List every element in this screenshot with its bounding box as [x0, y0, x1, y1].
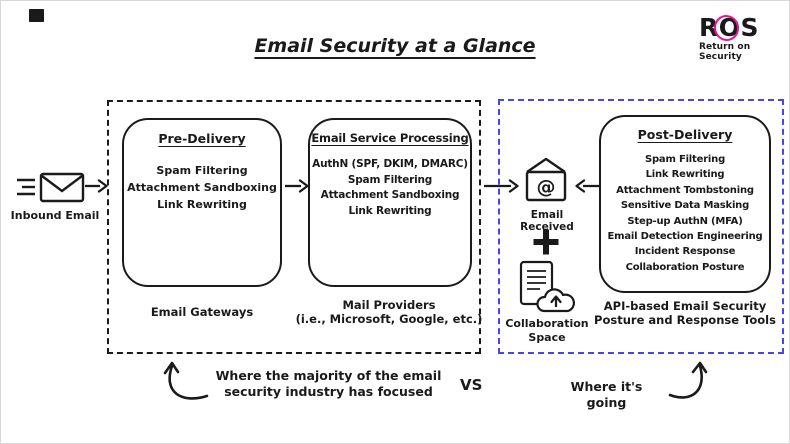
curved-arrow-up-icon	[668, 361, 708, 399]
arrow-left-icon	[575, 179, 600, 193]
document-cloud-upload-icon	[519, 260, 575, 313]
footer-left-note-line1: Where the majority of the email	[215, 368, 442, 383]
pre-delivery-title: Pre-Delivery	[158, 131, 246, 146]
email-service-processing-title: Email Service Processing	[311, 131, 469, 145]
footer-left-note: Where the majority of the email security…	[211, 368, 446, 400]
ros-logo-text: ROS	[699, 11, 789, 45]
mail-providers-caption: Mail Providers (i.e., Microsoft, Google,…	[293, 298, 485, 326]
esp-item: AuthN (SPF, DKIM, DMARC)	[312, 158, 468, 170]
pre-delivery-item: Attachment Sandboxing	[127, 181, 277, 194]
arrow-right-icon	[484, 179, 519, 193]
post-delivery-item: Sensitive Data Masking	[620, 200, 750, 212]
collaboration-space-label-line1: Collaboration	[505, 317, 589, 330]
email-gateways-caption: Email Gateways	[150, 305, 254, 319]
vs-label: VS	[460, 376, 483, 394]
plus-icon	[533, 229, 559, 255]
post-delivery-group-box	[498, 99, 784, 354]
collaboration-space-label: Collaboration Space	[501, 317, 593, 344]
pre-delivery-group-box	[107, 100, 481, 354]
email-service-processing-items: AuthN (SPF, DKIM, DMARC) Spam Filtering …	[310, 157, 470, 219]
post-delivery-item: Spam Filtering	[644, 154, 726, 165]
esp-item: Link Rewriting	[348, 204, 432, 217]
post-delivery-item: Email Detection Engineering	[607, 231, 763, 243]
envelope-icon	[29, 9, 44, 22]
envelope-at-sign-icon: @	[525, 157, 567, 202]
inbound-email-label: Inbound Email	[10, 209, 100, 222]
post-delivery-item: Attachment Tombstoning	[616, 184, 754, 196]
api-tools-caption: API-based Email Security Posture and Res…	[589, 299, 781, 327]
esp-item: Attachment Sandboxing	[320, 189, 460, 202]
arrow-right-icon	[285, 179, 309, 193]
mail-providers-caption-line1: Mail Providers	[342, 298, 436, 312]
email-service-processing-box: Email Service Processing AuthN (SPF, DKI…	[308, 118, 472, 287]
esp-item: Spam Filtering	[347, 173, 433, 186]
collaboration-space-label-line2: Space	[528, 330, 566, 344]
post-delivery-box: Post-Delivery Spam Filtering Link Rewrit…	[599, 115, 771, 293]
post-delivery-item: Link Rewriting	[645, 169, 725, 181]
pre-delivery-item: Spam Filtering	[156, 164, 248, 177]
api-tools-caption-line2: Posture and Response Tools	[594, 313, 776, 327]
post-delivery-title: Post-Delivery	[637, 127, 733, 142]
post-delivery-items: Spam Filtering Link Rewriting Attachment…	[601, 152, 769, 275]
footer-left-note-line2: security industry has focused	[224, 384, 433, 399]
email-received-label: Email Received	[520, 209, 574, 233]
post-delivery-item: Incident Response	[634, 246, 736, 258]
curved-arrow-up-icon	[163, 361, 209, 400]
pre-delivery-item: Link Rewriting	[157, 198, 247, 211]
ros-logo-subtext: Return on Security	[699, 42, 751, 62]
pre-delivery-items: Spam Filtering Attachment Sandboxing Lin…	[124, 162, 280, 213]
post-delivery-item: Collaboration Posture	[625, 261, 745, 273]
arrow-right-icon	[85, 179, 108, 193]
envelope-with-speed-lines-icon	[17, 172, 85, 203]
ros-logo-letters: ROS	[699, 13, 760, 42]
ros-logo: ROS Return on Security	[699, 11, 789, 62]
api-tools-caption-line1: API-based Email Security	[603, 299, 767, 313]
svg-text:@: @	[537, 176, 556, 198]
footer-right-note: Where it's going	[570, 379, 643, 410]
mail-providers-caption-line2: (i.e., Microsoft, Google, etc.)	[295, 312, 483, 326]
post-delivery-item: Step-up AuthN (MFA)	[627, 215, 743, 227]
page-title: Email Security at a Glance	[254, 35, 536, 57]
pre-delivery-box: Pre-Delivery Spam Filtering Attachment S…	[122, 118, 282, 287]
